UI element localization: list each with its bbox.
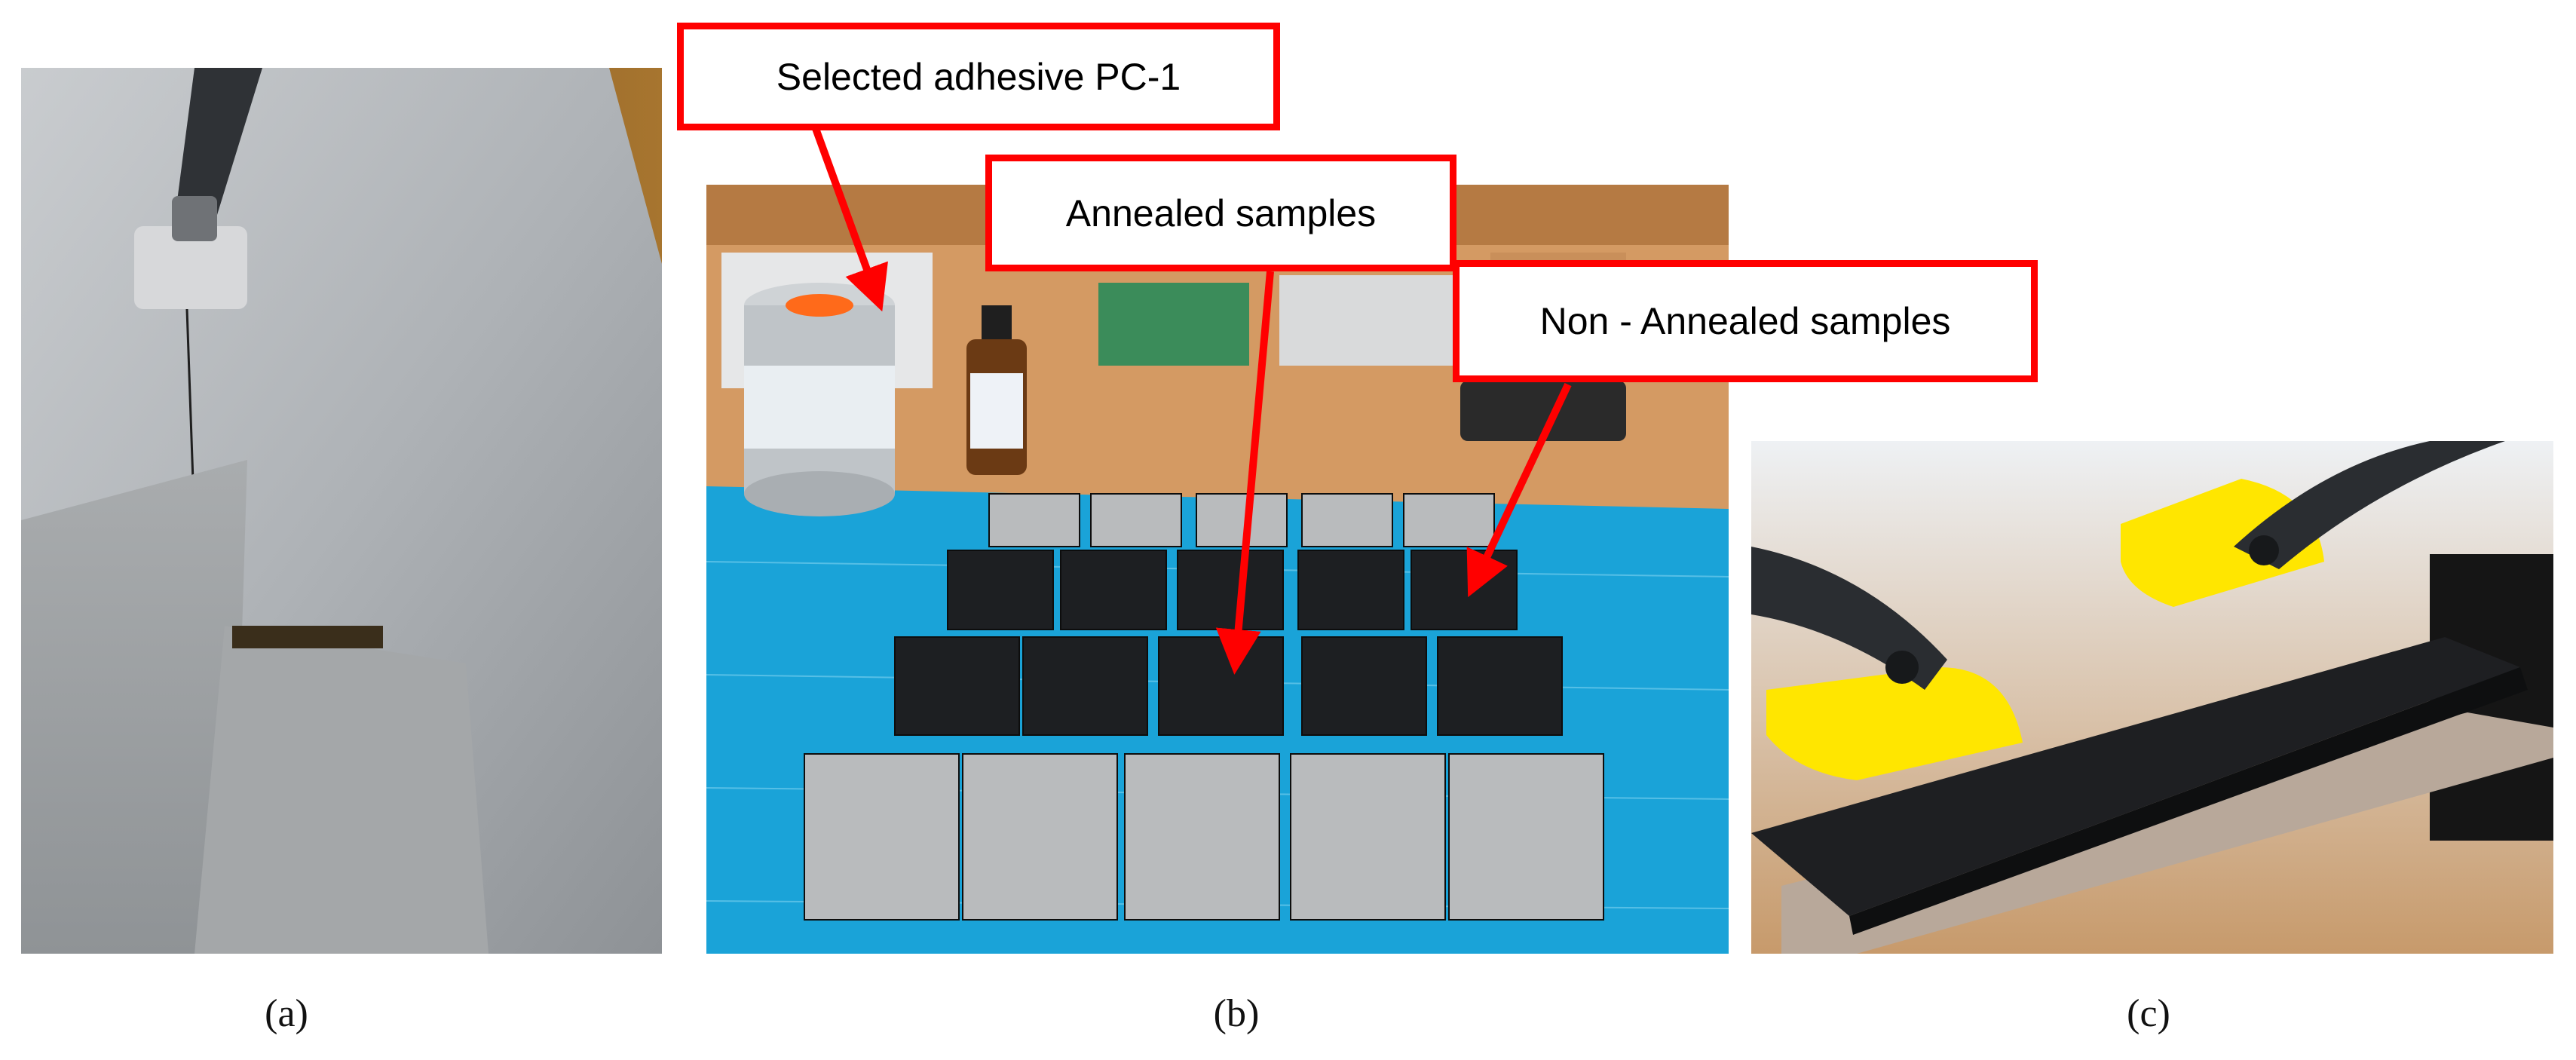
dark-sample-2-3 (1301, 636, 1427, 736)
grey-sample-0-3 (1301, 493, 1393, 547)
dark-sample-1-2 (1177, 550, 1284, 630)
grey-sample-0-1 (1090, 493, 1182, 547)
photo-samples-on-mat (706, 185, 1729, 954)
dark-sample-2-2 (1158, 636, 1284, 736)
dark-sample-1-0 (947, 550, 1054, 630)
callout-annealed-samples: Annealed samples (985, 155, 1456, 271)
photo-bonded-sample-clamped (1751, 441, 2553, 954)
grey-sample-3-4 (1448, 753, 1604, 921)
dark-sample-1-3 (1297, 550, 1404, 630)
photo-band-saw (21, 68, 662, 954)
grey-sample-3-2 (1124, 753, 1280, 921)
grey-sample-3-1 (962, 753, 1118, 921)
dark-sample-2-1 (1022, 636, 1148, 736)
dark-sample-2-4 (1437, 636, 1563, 736)
callout-selected-adhesive: Selected adhesive PC-1 (677, 23, 1280, 130)
caption-a: (a) (265, 992, 308, 1035)
dark-sample-1-4 (1411, 550, 1518, 630)
dark-sample-1-1 (1060, 550, 1167, 630)
grey-sample-3-0 (804, 753, 960, 921)
grey-sample-0-2 (1196, 493, 1288, 547)
callout-non-annealed-samples: Non - Annealed samples (1453, 260, 2038, 382)
caption-b: (b) (1213, 992, 1260, 1035)
grey-sample-3-3 (1290, 753, 1446, 921)
caption-c: (c) (2127, 992, 2170, 1035)
grey-sample-0-0 (988, 493, 1080, 547)
grey-sample-0-4 (1403, 493, 1495, 547)
dark-sample-2-0 (894, 636, 1020, 736)
